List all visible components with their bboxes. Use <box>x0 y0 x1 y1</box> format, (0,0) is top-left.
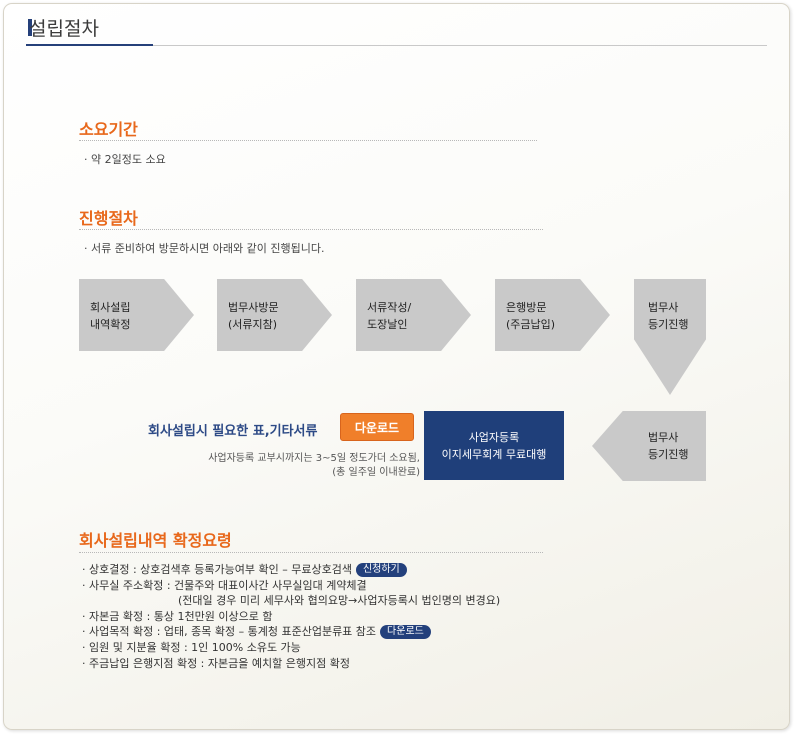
flow-step-label: 은행방문(주금납입) <box>506 301 556 331</box>
list-item: · 자본금 확정 : 통상 1천만원 이상으로 함 <box>82 609 273 623</box>
page-title: 설립절차 <box>29 18 99 40</box>
flow-step-label: 법무사방문(서류지참) <box>228 301 279 331</box>
title-divider-accent <box>26 44 153 46</box>
flow-step-label: 서류작성/도장날인 <box>367 301 412 331</box>
list-item-note: (전대일 경우 미리 세무사와 협의요망→사업자등록시 법인명의 변경요) <box>178 594 501 608</box>
requirements-divider <box>79 552 543 553</box>
documents-note: 사업자등록 교부시까지는 3~5일 정도가더 소요됨, (총 일주일 이내완료) <box>208 453 420 478</box>
process-divider <box>79 229 543 230</box>
duration-text: · 약 2일정도 소요 <box>84 153 166 166</box>
process-title: 진행절차 <box>79 209 138 228</box>
title-divider <box>26 45 767 46</box>
duration-divider <box>79 140 537 141</box>
classification-download-button[interactable]: 다운로드 <box>380 625 431 640</box>
list-item: · 주금납입 은행지점 확정 : 자본금을 예치할 은행지점 확정 <box>82 656 350 670</box>
list-item: · 임원 및 지분율 확정 : 1인 100% 소유도 가능 <box>82 640 301 654</box>
name-search-apply-button[interactable]: 신청하기 <box>355 563 407 577</box>
title-marker <box>28 19 32 36</box>
process-intro: · 서류 준비하여 방문하시면 아래와 같이 진행됩니다. <box>84 242 325 255</box>
requirements-title: 회사설립내역 확정요령 <box>79 531 232 550</box>
documents-download-button[interactable]: 다운로드 <box>340 413 414 441</box>
list-item: · 사무실 주소확정 : 건물주와 대표이사간 사무실임대 계약체결 <box>82 578 367 592</box>
documents-heading: 회사설립시 필요한 표,기타서류 <box>148 424 318 439</box>
duration-title: 소요기간 <box>79 120 138 139</box>
biz-registration-box[interactable]: 사업자등록 이지세무회계 무료대행 <box>424 411 564 480</box>
